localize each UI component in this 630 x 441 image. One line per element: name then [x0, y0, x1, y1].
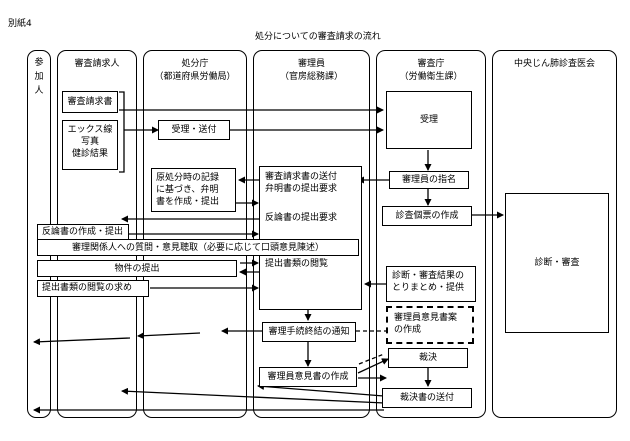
xray-line-3: 健診結果 [71, 149, 108, 159]
evidence-submit-box: 物件の提出 [37, 260, 237, 277]
send-request-line-1: 審査請求書の送付 [265, 172, 338, 182]
lane-council [492, 50, 617, 418]
summary-line-2: とりまとめ・提供 [392, 283, 465, 293]
draft-opinion-box: 審理員意見書案 の作成 [386, 306, 474, 344]
rebuttal-request-text: 反論書の提出要求 [265, 213, 338, 223]
send-request-line-2: 弁明書の提出要求 [265, 184, 338, 194]
summary-box: 診断・審査結果の とりまとめ・提供 [386, 266, 476, 302]
lane-examiner-title: 審理員 [297, 59, 325, 69]
end-notice-box: 審理手続終結の通知 [262, 322, 356, 342]
hearing-box: 審理関係人への質問・意見聴取（必要に応じて口頭意見陳述） [37, 239, 359, 256]
document-label: 別紙4 [8, 19, 32, 29]
record-explain-box: 原処分時の記録 に基づき、弁明 書を作成・提出 [151, 168, 236, 212]
appoint-examiner-box: 審理員の指名 [389, 171, 469, 189]
participant-label: 参加人 [34, 58, 44, 96]
summary-line-1: 診断・審査結果の [392, 271, 465, 281]
examiner-process-box: 審査請求書の送付 弁明書の提出要求 反論書の提出要求 物件の提出要求 提出書類の… [259, 166, 362, 310]
lane-review-agency [376, 50, 486, 418]
request-doc-box: 審査請求書 [62, 91, 118, 113]
lane-council-title: 中央じん肺診査医会 [513, 59, 595, 69]
examiner-opinion-box: 審理員意見書の作成 [259, 367, 357, 387]
record-explain-line-3: 書を作成・提出 [156, 197, 220, 207]
lane-dispositor-title: 処分庁 [181, 59, 209, 69]
accept-box: 受理 [386, 91, 472, 149]
receive-send-box: 受理・送付 [158, 120, 230, 140]
xray-box: エックス線 写真 健診結果 [62, 120, 118, 170]
lane-dispositor-sub: （都道府県労働局） [154, 72, 236, 82]
lane-requester-title: 審査請求人 [74, 59, 120, 69]
evidence-request-line-2: 提出書類の閲覧 [265, 259, 329, 269]
xray-line-2: 写真 [80, 137, 99, 147]
ruling-box: 裁決 [388, 348, 468, 368]
lane-review-agency-title: 審査庁 [417, 59, 445, 69]
lane-examiner-sub: （官房総務課） [279, 72, 343, 82]
send-ruling-box: 裁決書の送付 [382, 388, 472, 408]
record-explain-line-1: 原処分時の記録 [156, 173, 220, 183]
doc-view-request-box: 提出書類の閲覧の求め [37, 280, 149, 297]
case-create-box: 診査個票の作成 [382, 206, 472, 226]
lane-review-agency-sub: （労働衛生課） [399, 72, 463, 82]
draft-line-2: の作成 [394, 325, 422, 335]
draft-line-1: 審理員意見書案 [394, 313, 458, 323]
xray-line-1: エックス線 [67, 125, 113, 135]
record-explain-line-2: に基づき、弁明 [156, 185, 219, 195]
diagnose-box: 診断・審査 [505, 193, 609, 333]
diagram-title: 処分についての審査請求の流れ [255, 32, 381, 42]
